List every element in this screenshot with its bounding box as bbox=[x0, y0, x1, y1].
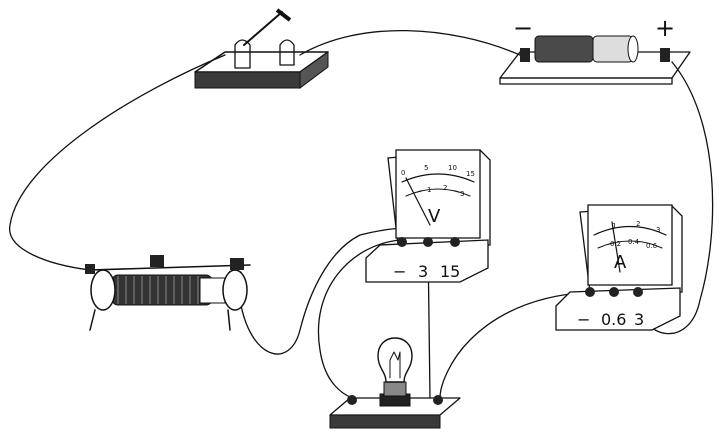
knife-switch bbox=[194, 8, 329, 89]
voltmeter: 0 5 10 15 1 2 3 V − 3 15 bbox=[365, 149, 491, 283]
wire-battery-to-ammeter bbox=[637, 61, 714, 335]
voltmeter-symbol: V bbox=[428, 206, 441, 227]
wire-voltmeter-to-lamp bbox=[317, 239, 401, 399]
wire-switch-to-rheostat bbox=[9, 54, 226, 271]
voltmeter-scale-5: 5 bbox=[424, 164, 428, 172]
wire-switch-to-battery bbox=[299, 29, 521, 56]
ammeter: 1 2 3 0.2 0.4 0.6 A − 0.6 3 bbox=[555, 204, 683, 331]
ammeter-scale-3: 3 bbox=[656, 226, 660, 234]
voltmeter-scale-inner-2: 2 bbox=[443, 184, 447, 192]
voltmeter-terminal-15: 15 bbox=[440, 262, 460, 281]
wire-ammeter-to-lamp bbox=[439, 291, 591, 399]
battery: − + bbox=[499, 14, 691, 85]
ammeter-symbol: A bbox=[614, 252, 627, 273]
battery-negative-label: − bbox=[513, 14, 533, 42]
ammeter-scale-1: 1 bbox=[612, 222, 616, 230]
ammeter-terminal-minus: − bbox=[577, 310, 590, 329]
voltmeter-scale-inner-3: 3 bbox=[460, 190, 464, 198]
battery-positive-label: + bbox=[655, 14, 675, 42]
ammeter-scale-0-6: 0.6 bbox=[646, 242, 658, 250]
ammeter-terminal-0-6: 0.6 bbox=[601, 310, 626, 329]
light-bulb bbox=[329, 337, 461, 429]
ammeter-scale-0-2: 0.2 bbox=[610, 240, 621, 248]
voltmeter-terminal-minus: − bbox=[393, 262, 406, 281]
rheostat bbox=[85, 255, 251, 331]
voltmeter-terminal-3: 3 bbox=[418, 262, 428, 281]
ammeter-terminal-3: 3 bbox=[634, 310, 644, 329]
ammeter-scale-0-4: 0.4 bbox=[628, 238, 640, 246]
voltmeter-scale-15: 15 bbox=[466, 170, 475, 178]
voltmeter-scale-10: 10 bbox=[448, 164, 457, 172]
voltmeter-scale-inner-1: 1 bbox=[427, 186, 431, 194]
voltmeter-scale-0: 0 bbox=[401, 169, 405, 177]
ammeter-scale-2: 2 bbox=[636, 220, 640, 228]
